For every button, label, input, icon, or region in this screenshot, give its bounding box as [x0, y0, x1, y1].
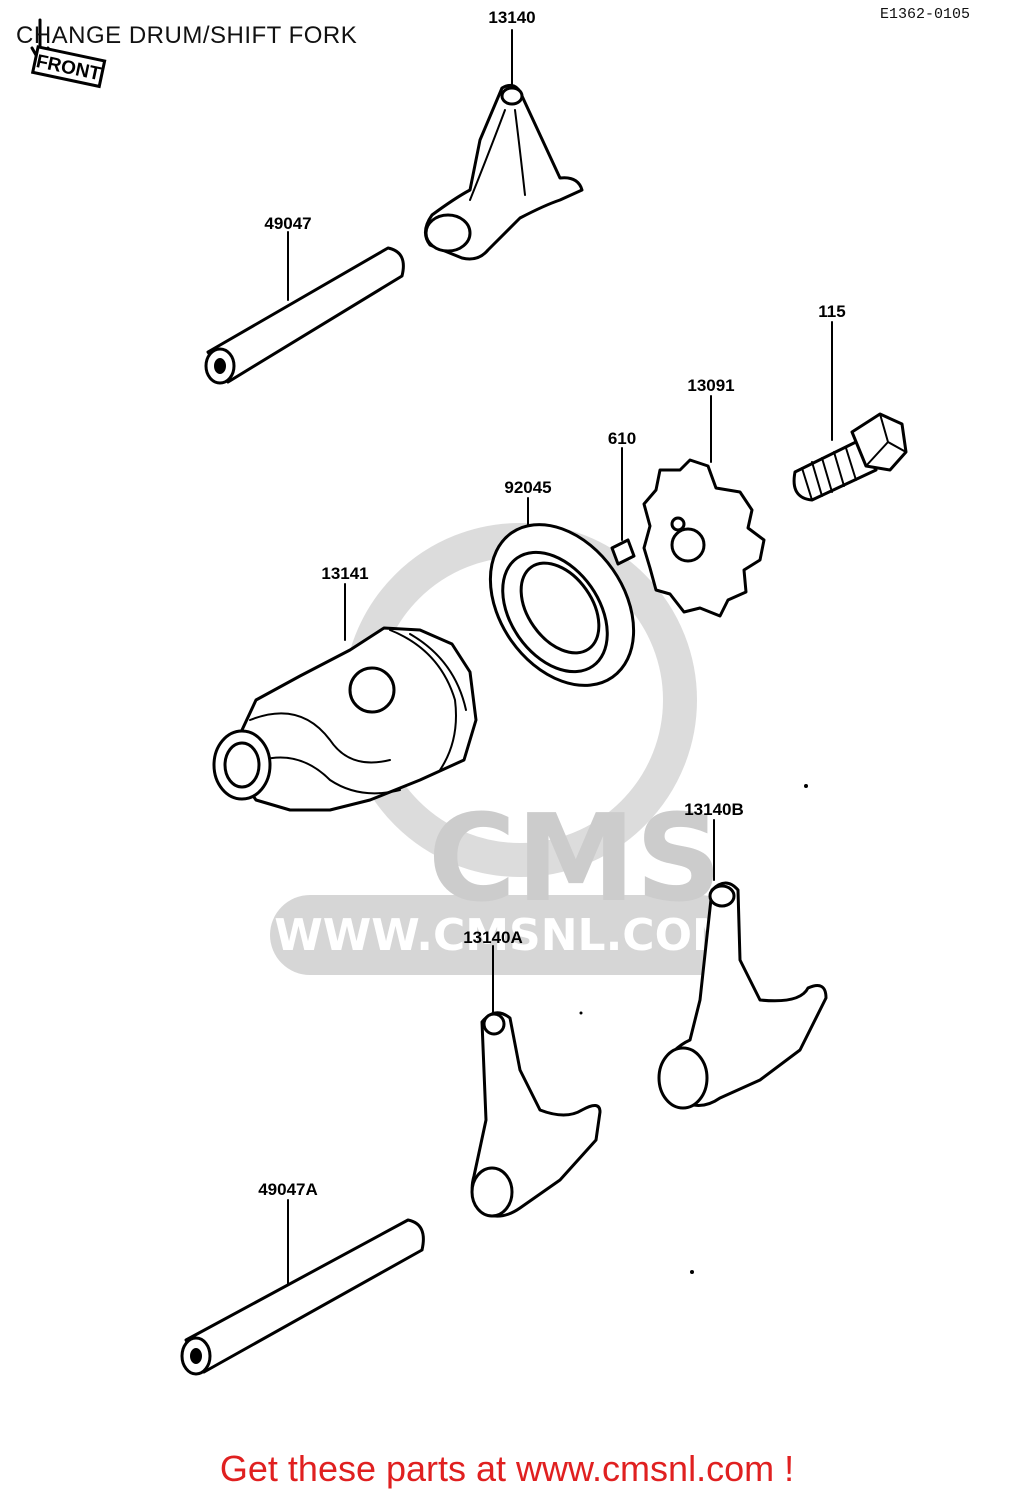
part-label-13140A: 13140A [463, 928, 523, 947]
part-label-13141: 13141 [321, 564, 369, 583]
shift-fork-13140 [424, 83, 584, 261]
star-plate-13091 [642, 458, 766, 618]
pin-610 [610, 538, 636, 566]
part-label-115: 115 [818, 302, 846, 321]
diagram-code: E1362-0105 [880, 6, 971, 23]
shift-fork-13140B [657, 881, 828, 1110]
front-arrow-icon: FRONT [30, 18, 107, 89]
part-label-49047: 49047 [264, 214, 312, 233]
shaft-49047 [204, 246, 405, 385]
bearing-92045 [488, 523, 636, 687]
part-label-13140B: 13140B [684, 800, 744, 819]
cta-link[interactable]: Get these parts at www.cmsnl.com ! [219, 1448, 795, 1489]
part-label-13140: 13140 [488, 8, 536, 27]
part-label-13091: 13091 [687, 376, 735, 395]
leader-lines [287, 29, 833, 1286]
part-label-92045: 92045 [504, 478, 552, 497]
part-label-49047A: 49047A [258, 1180, 318, 1199]
change-drum-13141 [212, 626, 478, 812]
watermark-url: WWW.CMSNL.COM [274, 910, 736, 961]
shift-fork-13140A [470, 1011, 602, 1218]
part-label-610: 610 [607, 429, 637, 448]
shaft-49047A [180, 1218, 425, 1376]
watermark-brand: CMS [428, 790, 722, 929]
diagram-title: CHANGE DRUM/SHIFT FORK [16, 22, 358, 49]
bolt-115 [792, 412, 908, 502]
